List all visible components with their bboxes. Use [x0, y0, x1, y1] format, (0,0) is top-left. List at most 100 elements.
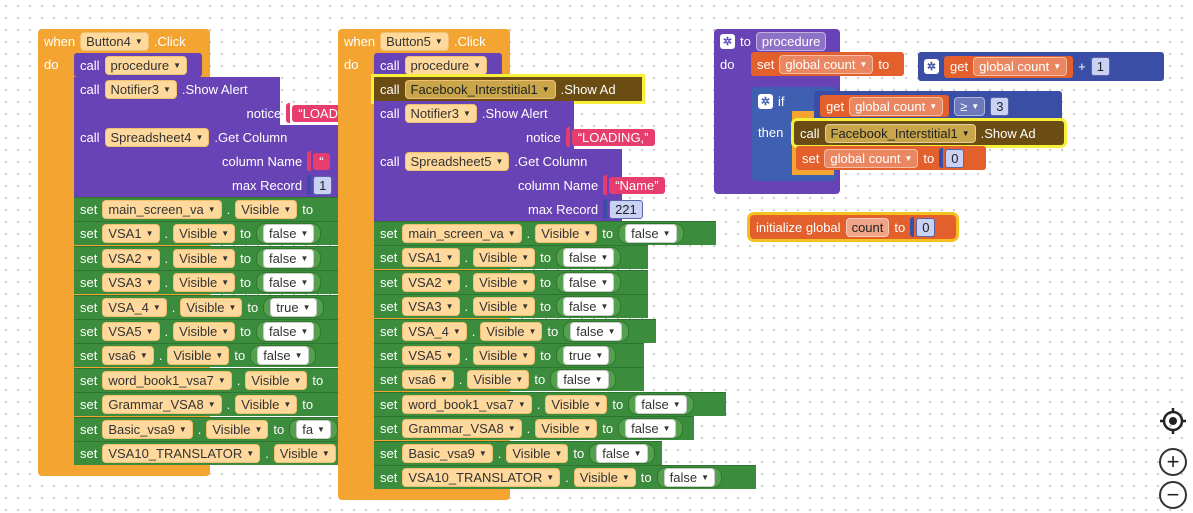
- property-dropdown[interactable]: Visible▼: [545, 394, 608, 414]
- facebook-show-ad-block[interactable]: call Facebook_Interstitial1▼ .Show Ad: [794, 121, 1064, 145]
- boolean-block[interactable]: false▼: [255, 321, 322, 342]
- initialize-global-count-block[interactable]: initialize global count to 0: [750, 215, 956, 239]
- component-dropdown[interactable]: VSA_4▼: [102, 297, 167, 317]
- property-dropdown[interactable]: Visible▼: [173, 248, 236, 268]
- property-dropdown[interactable]: Visible▼: [245, 370, 308, 390]
- property-dropdown[interactable]: Visible▼: [206, 419, 269, 439]
- boolean-block[interactable]: false▼: [589, 442, 655, 464]
- component-dropdown[interactable]: VSA_4▼: [402, 321, 467, 341]
- boolean-block[interactable]: false▼: [555, 271, 622, 293]
- notifier-dropdown[interactable]: Notifier3▼: [104, 79, 177, 99]
- column-name-text[interactable]: “ Name ”: [609, 176, 665, 194]
- property-dropdown[interactable]: Visible▼: [535, 224, 598, 243]
- spreadsheet-get-column-block[interactable]: call Spreadsheet4▼ .Get Column column Na…: [74, 125, 338, 197]
- component-dropdown[interactable]: Grammar_VSA8▼: [402, 419, 522, 439]
- component-dropdown[interactable]: main_screen_va▼: [102, 200, 222, 219]
- component-dropdown[interactable]: word_book1_vsa7▼: [402, 394, 532, 414]
- compare-block[interactable]: get global count▼ ≥▼ 3: [814, 91, 1062, 121]
- facebook-dropdown[interactable]: Facebook_Interstitial1▼: [824, 123, 976, 143]
- procedure-dropdown[interactable]: procedure▼: [104, 55, 187, 75]
- notifier-show-alert-block[interactable]: call Notifier3▼ .Show Alert notice “ LOA…: [374, 101, 655, 149]
- property-dropdown[interactable]: Visible▼: [506, 443, 569, 463]
- property-dropdown[interactable]: Visible▼: [473, 272, 536, 292]
- component-dropdown[interactable]: VSA5▼: [402, 346, 460, 365]
- number-one[interactable]: 1: [1090, 57, 1110, 76]
- boolean-block[interactable]: true▼: [263, 296, 324, 318]
- max-record-number[interactable]: 221: [609, 199, 643, 219]
- spreadsheet-dropdown[interactable]: Spreadsheet5▼: [404, 151, 510, 171]
- component-dropdown[interactable]: Basic_vsa9▼: [402, 443, 493, 463]
- component-dropdown[interactable]: VSA5▼: [102, 322, 160, 341]
- spreadsheet-get-column-block[interactable]: call Spreadsheet5▼ .Get Column column Na…: [374, 149, 665, 221]
- boolean-block[interactable]: false▼: [255, 272, 322, 294]
- property-dropdown[interactable]: Visible▼: [480, 321, 543, 341]
- property-dropdown[interactable]: Visible▼: [235, 395, 298, 415]
- gear-icon[interactable]: ✲: [924, 59, 939, 74]
- component-dropdown[interactable]: vsa6▼: [402, 370, 454, 390]
- variable-dropdown[interactable]: global count▼: [779, 54, 874, 74]
- get-global-count-block[interactable]: get global count▼: [944, 55, 1074, 78]
- component-dropdown[interactable]: Button5▼: [380, 31, 449, 51]
- boolean-block[interactable]: true▼: [555, 345, 617, 366]
- component-dropdown[interactable]: VSA10_TRANSLATOR▼: [102, 444, 261, 463]
- procedure-name-field[interactable]: procedure: [755, 31, 827, 51]
- boolean-block[interactable]: false▼: [550, 369, 616, 391]
- property-dropdown[interactable]: Visible▼: [180, 297, 243, 317]
- get-global-count-block[interactable]: get global count▼: [820, 95, 950, 117]
- component-dropdown[interactable]: VSA3▼: [102, 273, 160, 293]
- number-zero[interactable]: 0: [916, 217, 936, 237]
- number-three[interactable]: 3: [990, 96, 1010, 116]
- property-dropdown[interactable]: Visible▼: [173, 224, 236, 244]
- property-dropdown[interactable]: Visible▼: [235, 200, 298, 219]
- boolean-block[interactable]: false▼: [618, 223, 684, 244]
- column-name-text[interactable]: “: [313, 152, 330, 170]
- component-dropdown[interactable]: VSA3▼: [402, 297, 460, 317]
- boolean-block[interactable]: fa▼: [289, 418, 338, 440]
- call-procedure-block[interactable]: call procedure▼: [374, 53, 502, 77]
- target-icon[interactable]: [1159, 407, 1187, 435]
- property-dropdown[interactable]: Visible▼: [167, 346, 230, 366]
- property-dropdown[interactable]: Visible▼: [173, 322, 236, 341]
- notice-text[interactable]: “ LOAD: [292, 104, 344, 122]
- variable-name-field[interactable]: count: [845, 217, 890, 237]
- gear-icon[interactable]: ✲: [720, 33, 735, 49]
- component-dropdown[interactable]: vsa6▼: [102, 346, 154, 366]
- boolean-block[interactable]: false▼: [628, 393, 694, 415]
- variable-dropdown[interactable]: global count▼: [973, 57, 1068, 76]
- component-dropdown[interactable]: main_screen_va▼: [402, 224, 522, 243]
- boolean-block[interactable]: false▼: [618, 418, 684, 440]
- math-add-block[interactable]: ✲ get global count▼ + 1: [918, 52, 1164, 81]
- facebook-show-ad-block[interactable]: call Facebook_Interstitial1▼ .Show Ad: [374, 77, 642, 101]
- boolean-block[interactable]: false▼: [563, 320, 629, 342]
- property-dropdown[interactable]: Visible▼: [535, 419, 598, 439]
- notifier-show-alert-block[interactable]: call Notifier3▼ .Show Alert notice “ LOA…: [74, 77, 344, 125]
- set-global-count-block[interactable]: set global count▼ to: [751, 52, 904, 76]
- notice-text[interactable]: “ LOADING, ”: [571, 128, 655, 146]
- property-dropdown[interactable]: Visible▼: [473, 248, 536, 268]
- property-dropdown[interactable]: Visible▼: [573, 468, 636, 487]
- procedure-dropdown[interactable]: procedure▼: [404, 55, 487, 75]
- component-dropdown[interactable]: VSA10_TRANSLATOR▼: [402, 468, 561, 487]
- component-dropdown[interactable]: VSA1▼: [102, 224, 160, 244]
- number-zero[interactable]: 0: [945, 148, 965, 168]
- boolean-block[interactable]: false▼: [255, 247, 322, 269]
- component-dropdown[interactable]: VSA1▼: [402, 248, 460, 268]
- boolean-block[interactable]: false▼: [255, 223, 322, 245]
- boolean-block[interactable]: false▼: [555, 296, 622, 318]
- property-dropdown[interactable]: Visible▼: [473, 297, 536, 317]
- boolean-block[interactable]: false▼: [555, 247, 622, 269]
